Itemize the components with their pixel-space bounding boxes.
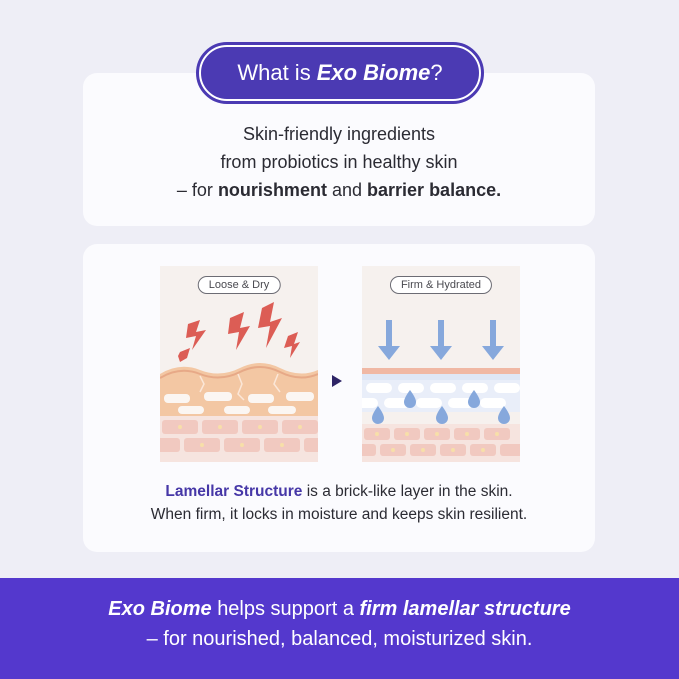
intro-bold-barrier: barrier balance.	[367, 180, 502, 200]
caption-line-2: When firm, it locks in moisture and keep…	[150, 506, 528, 523]
banner-line-1-mid: helps support a	[217, 598, 354, 620]
title-suffix: ?	[430, 60, 443, 85]
intro-line-3-prefix: – for	[176, 180, 213, 200]
intro-line-1: Skin-friendly ingredients	[242, 124, 436, 144]
title-prefix: What is	[237, 60, 311, 85]
lamellar-caption: Lamellar Structure is a brick-like layer…	[83, 480, 595, 526]
banner-line-1: Exo Biome helps support a firm lamellar …	[0, 598, 679, 621]
caption-highlight: Lamellar Structure	[165, 483, 303, 500]
bottom-banner: Exo Biome helps support a firm lamellar …	[0, 578, 679, 679]
transition-arrow-icon	[332, 375, 342, 387]
loose-dry-label: Loose & Dry	[197, 276, 281, 294]
intro-line-3-mid: and	[331, 180, 363, 200]
firm-hydrated-illustration	[362, 320, 520, 462]
loose-dry-diagram: Loose & Dry	[160, 266, 318, 462]
caption-line-1-rest: is a brick-like layer in the skin.	[306, 483, 513, 500]
loose-dry-illustration	[160, 302, 318, 462]
lamellar-card: Loose & Dry	[83, 244, 595, 552]
down-arrow-icon	[378, 320, 504, 360]
banner-brand: Exo Biome	[108, 598, 212, 620]
firm-hydrated-diagram: Firm & Hydrated	[362, 266, 520, 462]
banner-emphasis: firm lamellar structure	[359, 598, 571, 620]
title-brand: Exo Biome	[316, 60, 431, 85]
intro-text: Skin-friendly ingredients from probiotic…	[83, 120, 595, 204]
intro-line-3: – for nourishment and barrier balance.	[83, 176, 595, 204]
firm-hydrated-label: Firm & Hydrated	[389, 276, 493, 294]
intro-bold-nourishment: nourishment	[217, 180, 327, 200]
banner-line-2: – for nourished, balanced, moisturized s…	[146, 628, 533, 650]
irritation-zap-icon	[178, 302, 300, 362]
water-drop-icon	[372, 390, 510, 424]
intro-line-2: from probiotics in healthy skin	[220, 152, 458, 172]
caption-line-1: Lamellar Structure is a brick-like layer…	[83, 480, 595, 503]
